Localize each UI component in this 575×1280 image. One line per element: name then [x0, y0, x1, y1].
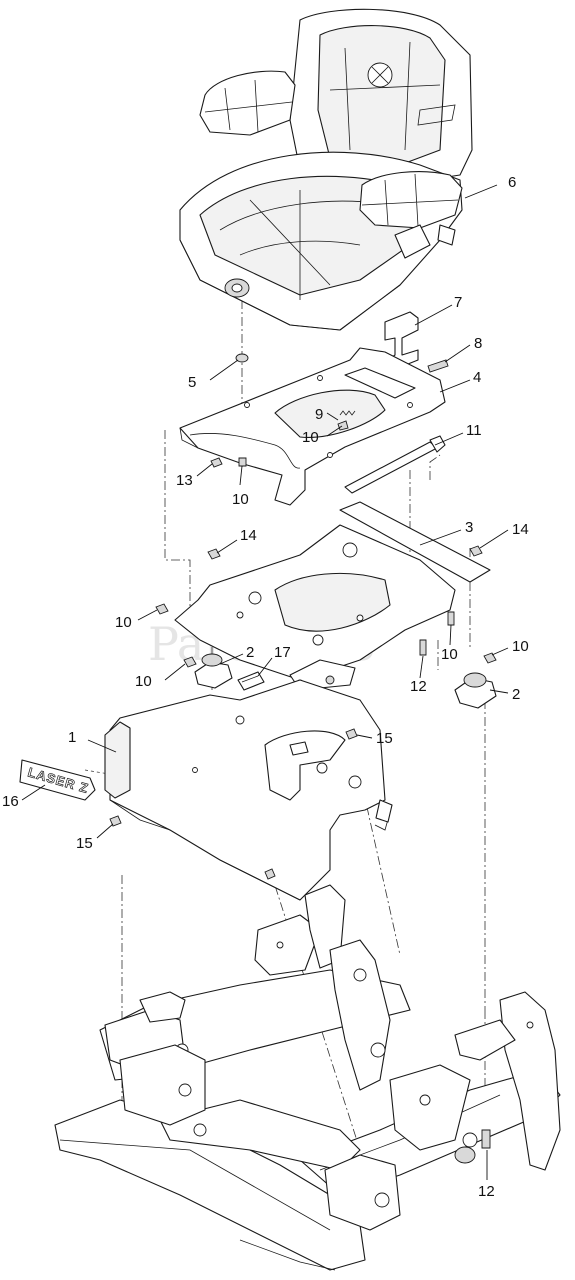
leader-lines — [21, 184, 509, 1180]
callout-3: 3 — [465, 519, 473, 536]
wire-harness — [189, 433, 301, 469]
seat-plate — [179, 347, 446, 506]
callout-5: 5 — [188, 374, 196, 391]
isolator-mount-right — [454, 672, 497, 709]
callout-2-right: 2 — [512, 686, 520, 703]
callout-15-upper: 15 — [376, 730, 393, 747]
decal — [237, 671, 265, 691]
callout-labels: 1 2 2 3 4 5 6 7 8 9 10 10 10 10 10 10 10… — [2, 174, 529, 1200]
alignment-lines — [84, 300, 486, 1151]
callout-11: 11 — [466, 422, 482, 439]
bolt — [427, 359, 449, 373]
callout-17: 17 — [274, 644, 291, 661]
callout-8: 8 — [474, 335, 482, 352]
callout-10-stud: 10 — [232, 491, 249, 508]
bolts-15 — [109, 728, 358, 827]
rod — [344, 435, 446, 494]
callout-9: 9 — [315, 406, 323, 423]
isolator-mount-left — [194, 653, 233, 689]
callout-10-left: 10 — [115, 614, 132, 631]
callout-12-upper: 12 — [410, 678, 427, 695]
spring — [339, 410, 356, 416]
callout-7: 7 — [454, 294, 462, 311]
callout-10-plate: 10 — [302, 429, 319, 446]
fasteners-upper — [210, 420, 349, 468]
callout-10-center: 10 — [441, 646, 458, 663]
callout-4: 4 — [473, 369, 481, 386]
mower-frame — [54, 884, 561, 1271]
callout-16: 16 — [2, 793, 19, 810]
callout-1: 1 — [68, 729, 76, 746]
callout-12-lower: 12 — [478, 1183, 495, 1200]
callout-14-left: 14 — [240, 527, 257, 544]
seat — [179, 8, 473, 331]
callout-10-right: 10 — [512, 638, 529, 655]
washer — [235, 353, 249, 363]
callout-6: 6 — [508, 174, 516, 191]
callout-2-left: 2 — [246, 644, 254, 661]
callout-13: 13 — [176, 472, 193, 489]
callout-10-mount: 10 — [135, 673, 152, 690]
callout-15-lower: 15 — [76, 835, 93, 852]
bracket — [384, 311, 419, 371]
fasteners-middle — [155, 545, 497, 668]
callout-14-right: 14 — [512, 521, 529, 538]
seat-pan — [104, 679, 393, 901]
